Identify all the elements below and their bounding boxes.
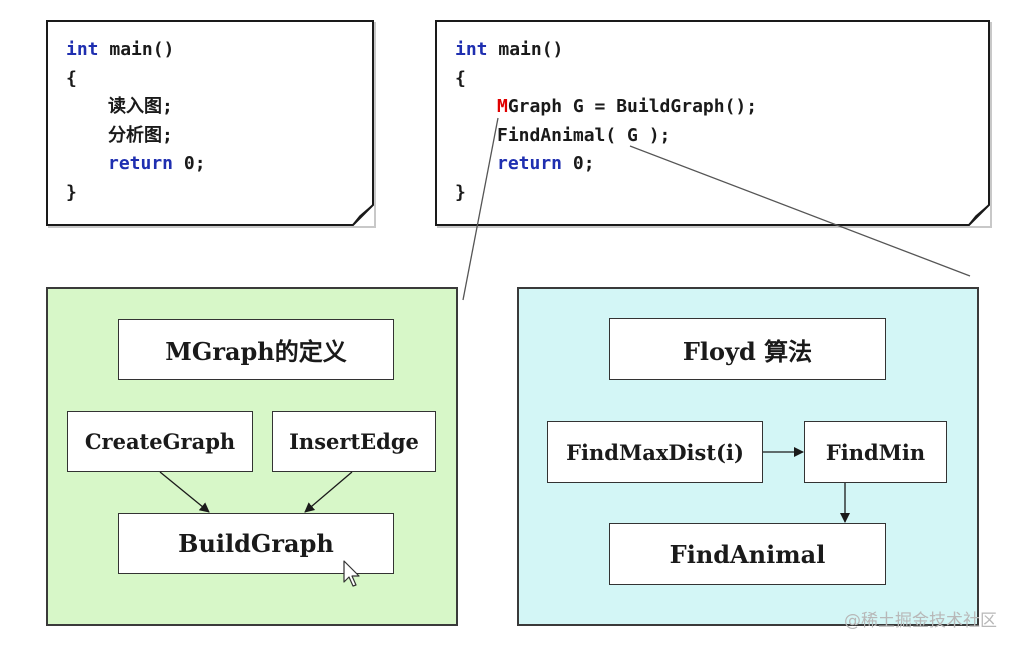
left-code-return-value: 0;: [173, 153, 206, 174]
find-animal-box: FindAnimal: [609, 523, 886, 585]
right-code-open-brace: {: [455, 67, 466, 89]
left-code-note: int main() { 读入图; 分析图; return 0; }: [46, 20, 374, 226]
create-graph-box: CreateGraph: [67, 411, 253, 472]
left-code-line1: main(): [98, 39, 175, 60]
left-code-block: int main() { 读入图; 分析图; return 0; }: [66, 36, 206, 207]
left-code-open-brace: {: [66, 67, 77, 89]
find-max-dist-box: FindMaxDist(i): [547, 421, 763, 483]
page-fold-icon: [352, 204, 374, 226]
floyd-algorithm-box: Floyd 算法: [609, 318, 886, 380]
find-min-box: FindMin: [804, 421, 947, 483]
left-code-read-graph: 读入图;: [108, 96, 173, 117]
watermark: @稀土掘金技术社区: [844, 611, 997, 631]
page-fold-icon: [968, 204, 990, 226]
right-code-build-graph-line: Graph G = BuildGraph();: [507, 96, 758, 117]
left-code-close-brace: }: [66, 181, 77, 203]
left-code-analyze-graph: 分析图;: [108, 124, 173, 146]
right-code-highlight-m: M: [497, 96, 508, 117]
right-code-kw-int: int: [455, 39, 488, 60]
right-code-note: int main() { MGraph G = BuildGraph(); Fi…: [435, 20, 990, 226]
insert-edge-box: InsertEdge: [272, 411, 436, 472]
build-graph-box: BuildGraph: [118, 513, 394, 574]
right-code-return-value: 0;: [562, 153, 595, 174]
right-code-block: int main() { MGraph G = BuildGraph(); Fi…: [455, 36, 757, 207]
right-code-close-brace: }: [455, 181, 466, 203]
right-code-kw-return: return: [497, 153, 563, 174]
left-code-kw-int: int: [66, 39, 99, 60]
right-code-find-animal-line: FindAnimal( G );: [497, 124, 671, 146]
mgraph-definition-box: MGraph的定义: [118, 319, 394, 380]
left-code-kw-return: return: [108, 153, 174, 174]
right-code-line1: main(): [487, 39, 564, 60]
